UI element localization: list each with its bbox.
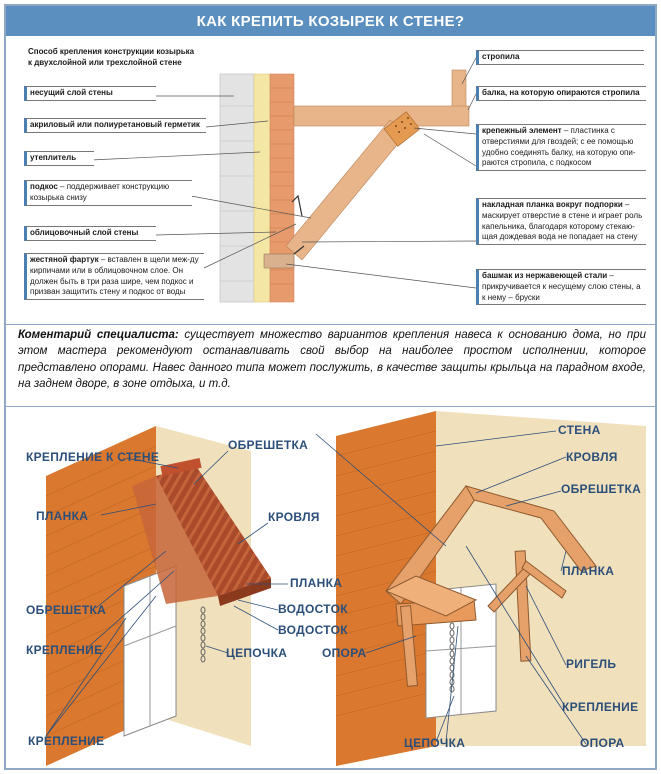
left-chain: [200, 606, 206, 663]
divider-bottom: [6, 406, 655, 407]
caption-roof-left: КРОВЛЯ: [268, 510, 320, 524]
bottom-leader-lines: [45, 430, 587, 745]
caption-gutter-left-1: ВОДОСТОК: [278, 602, 348, 616]
caption-support-right-2: ОПОРА: [580, 736, 625, 750]
label-rafter: стропила: [476, 50, 644, 65]
steel-shoe: [263, 253, 295, 269]
leader-lines: [90, 57, 477, 289]
caption-mount-left: КРЕПЛЕНИЕ: [26, 643, 103, 657]
caption-chain-left: ЦЕПОЧКА: [226, 646, 288, 660]
caption-strip-left-2: ПЛАНКА: [290, 576, 343, 590]
wall-section-diagram: [90, 57, 477, 303]
caption-mount-right: КРЕПЛЕНИЕ: [562, 700, 639, 714]
diagram-heading: Способ крепления конструкции козырька к …: [28, 47, 208, 69]
metal-plate: [383, 111, 421, 147]
label-steel-shoe: башмак из нержавеющей стали – прикручива…: [476, 269, 646, 306]
label-facing-layer: облицовочный слой стены: [24, 226, 156, 241]
caption-wall-mount: КРЕПЛЕНИЕ К СТЕНЕ: [26, 450, 160, 464]
label-sealant: акриловый или полиуретановый герметик: [24, 118, 206, 133]
caption-batten-right: ОБРЕШЕТКА: [561, 482, 642, 496]
tin-apron: [291, 194, 303, 217]
caption-mount-left-bottom: КРЕПЛЕНИЕ: [28, 734, 105, 748]
label-brace: подкос – поддерживает конструкцию козырь…: [24, 180, 192, 206]
beam: [293, 105, 470, 127]
label-bearing-wall: несущий слой стены: [24, 86, 156, 101]
canopy-illustrations: [45, 411, 646, 766]
expert-comment: Коментарий специалиста: существует множе…: [18, 329, 647, 390]
caption-strip-left: ПЛАНКА: [36, 509, 89, 523]
page-title: КАК КРЕПИТЬ КОЗЫРЕК К СТЕНЕ?: [6, 6, 655, 36]
infographic-frame: КАК КРЕПИТЬ КОЗЫРЕК К СТЕНЕ?: [4, 4, 657, 770]
caption-crossbar-right: РИГЕЛЬ: [566, 657, 617, 671]
caption-roof-right: КРОВЛЯ: [566, 450, 618, 464]
label-insulation: утеплитель: [24, 151, 94, 166]
label-overlay-strip: накладная планка вокруг подпорки – маски…: [476, 198, 646, 246]
caption-strip-right: ПЛАНКА: [562, 564, 615, 578]
divider-top: [6, 324, 655, 325]
caption-batten-left-bottom: ОБРЕШЕТКА: [26, 603, 107, 617]
label-fastener: крепежный элемент – пластинка с отверсти…: [476, 124, 646, 172]
right-canopy: [384, 485, 597, 687]
left-canopy: [132, 457, 271, 606]
label-beam: балка, на которую опираются стропила: [476, 86, 646, 101]
bearing-wall-layer: [219, 73, 255, 303]
caption-chain-right: ЦЕПОЧКА: [404, 736, 466, 750]
label-tin-apron: жестяной фартук – вставлен в щели меж-ду…: [24, 253, 204, 301]
caption-batten-left-top: ОБРЕШЕТКА: [228, 438, 309, 452]
caption-gutter-left-2: ВОДОСТОК: [278, 623, 348, 637]
caption-support-right-1: ОПОРА: [322, 646, 367, 660]
caption-wall-right: СТЕНА: [558, 423, 601, 437]
